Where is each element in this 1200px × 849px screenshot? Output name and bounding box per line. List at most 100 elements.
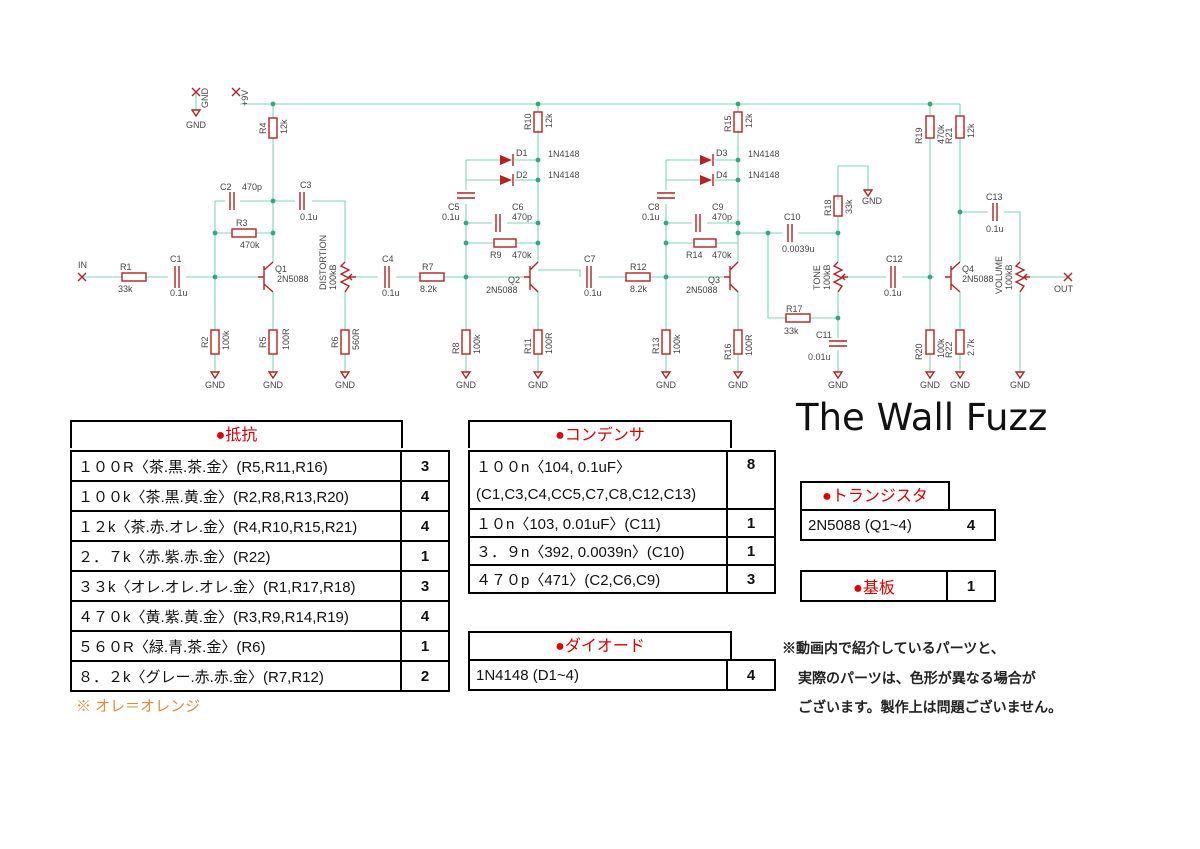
label-d3v: 1N4148 (748, 149, 780, 159)
resistor-qty: 2 (400, 660, 450, 692)
label-out: OUT (1054, 284, 1074, 294)
resistor-desc: ８．２k〈グレー.赤.赤.金〉(R7,R12) (70, 660, 402, 692)
label-gnd-r6: GND (335, 380, 356, 390)
label-r6v: 560R (351, 328, 361, 350)
label-in: IN (78, 260, 87, 270)
resistor-desc: １００k〈茶.黒.黄.金〉(R2,R8,R13,R20) (70, 480, 402, 512)
label-volv: 100kB (1004, 264, 1014, 290)
label-r1: R1 (120, 262, 132, 272)
diode-qty: 4 (726, 659, 776, 691)
label-r2v: 100k (221, 330, 231, 350)
label-r17v: 33k (784, 326, 799, 336)
label-c3: C3 (300, 180, 312, 190)
board-qty: 1 (946, 570, 996, 602)
label-tone: TONE (812, 265, 822, 290)
schematic-diagram: IN OUT +9V GND GND R1 33k C1 0.1u C2 470… (77, 87, 1074, 390)
label-gnd-r11: GND (528, 380, 549, 390)
label-r21v: 12k (966, 123, 976, 138)
label-q2v: 2N5088 (486, 285, 518, 295)
label-c1v: 0.1u (170, 288, 188, 298)
label-d2v: 1N4148 (548, 170, 580, 180)
label-r13: R13 (651, 337, 661, 354)
ground-symbols (77, 87, 1073, 380)
label-q4v: 2N5088 (962, 274, 994, 284)
label-c6: C6 (512, 202, 524, 212)
table-row: ２．７k〈赤.紫.赤.金〉(R22)1 (70, 540, 450, 572)
label-r20: R20 (914, 343, 924, 360)
label-c13v: 0.1u (986, 224, 1004, 234)
label-gnd-r13: GND (656, 380, 677, 390)
label-q2: Q2 (508, 275, 520, 285)
label-c4v: 0.1u (382, 288, 400, 298)
label-r10: R10 (523, 113, 533, 130)
label-r21: R21 (944, 127, 954, 144)
label-r12v: 8.2k (630, 284, 648, 294)
label-c9v: 470p (712, 212, 732, 222)
bullet-icon: ● (822, 488, 832, 505)
label-c12v: 0.1u (884, 288, 902, 298)
label-gnd-r8: GND (456, 380, 477, 390)
label-d4v: 1N4148 (748, 170, 780, 180)
table-row: ●基板 1 (800, 570, 996, 602)
potentiometers (339, 261, 1030, 293)
resistor-desc: １００R〈茶.黒.茶.金〉(R5,R11,R16) (70, 450, 402, 482)
table-row: 1N4148 (D1~4) 4 (468, 659, 776, 691)
table-row: ３３k〈オレ.オレ.オレ.金〉(R1,R17,R18)3 (70, 570, 450, 602)
label-gnd-r22: GND (950, 380, 971, 390)
label-dist: DISTORTION (318, 235, 328, 290)
diode-desc: 1N4148 (D1~4) (468, 659, 728, 691)
notice-line-1: ※動画内で紹介しているパーツと、 (782, 640, 1005, 656)
label-c11v: 0.01u (808, 352, 831, 362)
label-r12: R12 (630, 262, 647, 272)
label-r4: R4 (258, 122, 268, 134)
label-c13: C13 (986, 192, 1003, 202)
table-row: (C1,C3,C4,CC5,C7,C8,C12,C13) (468, 480, 775, 510)
label-c3v: 0.1u (300, 212, 318, 222)
label-r7: R7 (422, 262, 434, 272)
bullet-icon: ● (555, 427, 565, 444)
table-row: １００R〈茶.黒.茶.金〉(R5,R11,R16)3 (70, 450, 450, 482)
label-r19v: 470k (936, 124, 946, 144)
label-c2: C2 (220, 182, 232, 192)
resistor-qty: 3 (400, 570, 450, 602)
label-c2v: 470p (242, 182, 262, 192)
label-c7v: 0.1u (584, 288, 602, 298)
label-c8: C8 (648, 202, 660, 212)
label-c5: C5 (448, 202, 460, 212)
board-label: 基板 (862, 580, 895, 597)
resistor-qty: 4 (400, 510, 450, 542)
label-tonev: 100kB (822, 264, 832, 290)
label-r11: R11 (523, 338, 533, 354)
resistor-desc: １２k〈茶.赤.オレ.金〉(R4,R10,R15,R21) (70, 510, 402, 542)
notice-line-2: 実際のパーツは、色形が異なる場合が (798, 670, 1036, 686)
cap-qty: 1 (726, 536, 776, 566)
label-gnd-r2: GND (205, 380, 226, 390)
label-r2: R2 (200, 336, 210, 348)
label-q1v: 2N5088 (277, 274, 309, 284)
table-row: １００n〈104, 0.1uF〉 8 (468, 450, 776, 510)
label-c12: C12 (886, 254, 903, 264)
notice-line-3: ございます。製作上は問題ございません。 (798, 699, 1063, 715)
label-r10v: 12k (544, 113, 554, 128)
label-r9: R9 (490, 250, 502, 260)
label-r18v: 33k (844, 199, 854, 214)
label-r4v: 12k (279, 119, 289, 134)
label-r16v: 100R (744, 334, 754, 356)
page-title: The Wall Fuzz (796, 396, 1048, 439)
label-c1: C1 (170, 254, 182, 264)
cap-qty: 1 (726, 508, 776, 538)
resistor-qty: 1 (400, 630, 450, 662)
label-r20v: 100k (936, 338, 946, 358)
bullet-icon: ● (853, 580, 863, 597)
table-row: ８．２k〈グレー.赤.赤.金〉(R7,R12)2 (70, 660, 450, 692)
label-c9: C9 (712, 202, 724, 212)
transistor-qty: 4 (948, 509, 996, 541)
capacitor-table: １００n〈104, 0.1uF〉 8 (C1,C3,C4,CC5,C7,C8,C… (468, 450, 776, 594)
label-r14: R14 (686, 250, 703, 260)
diode-header: ●ダイオード (468, 631, 732, 659)
label-r5: R5 (258, 336, 268, 348)
label-q3: Q3 (708, 275, 720, 285)
cap-desc: １０n〈103, 0.01uF〉(C11) (468, 508, 728, 538)
label-r8: R8 (451, 342, 461, 354)
label-r11v: 100R (544, 332, 554, 354)
